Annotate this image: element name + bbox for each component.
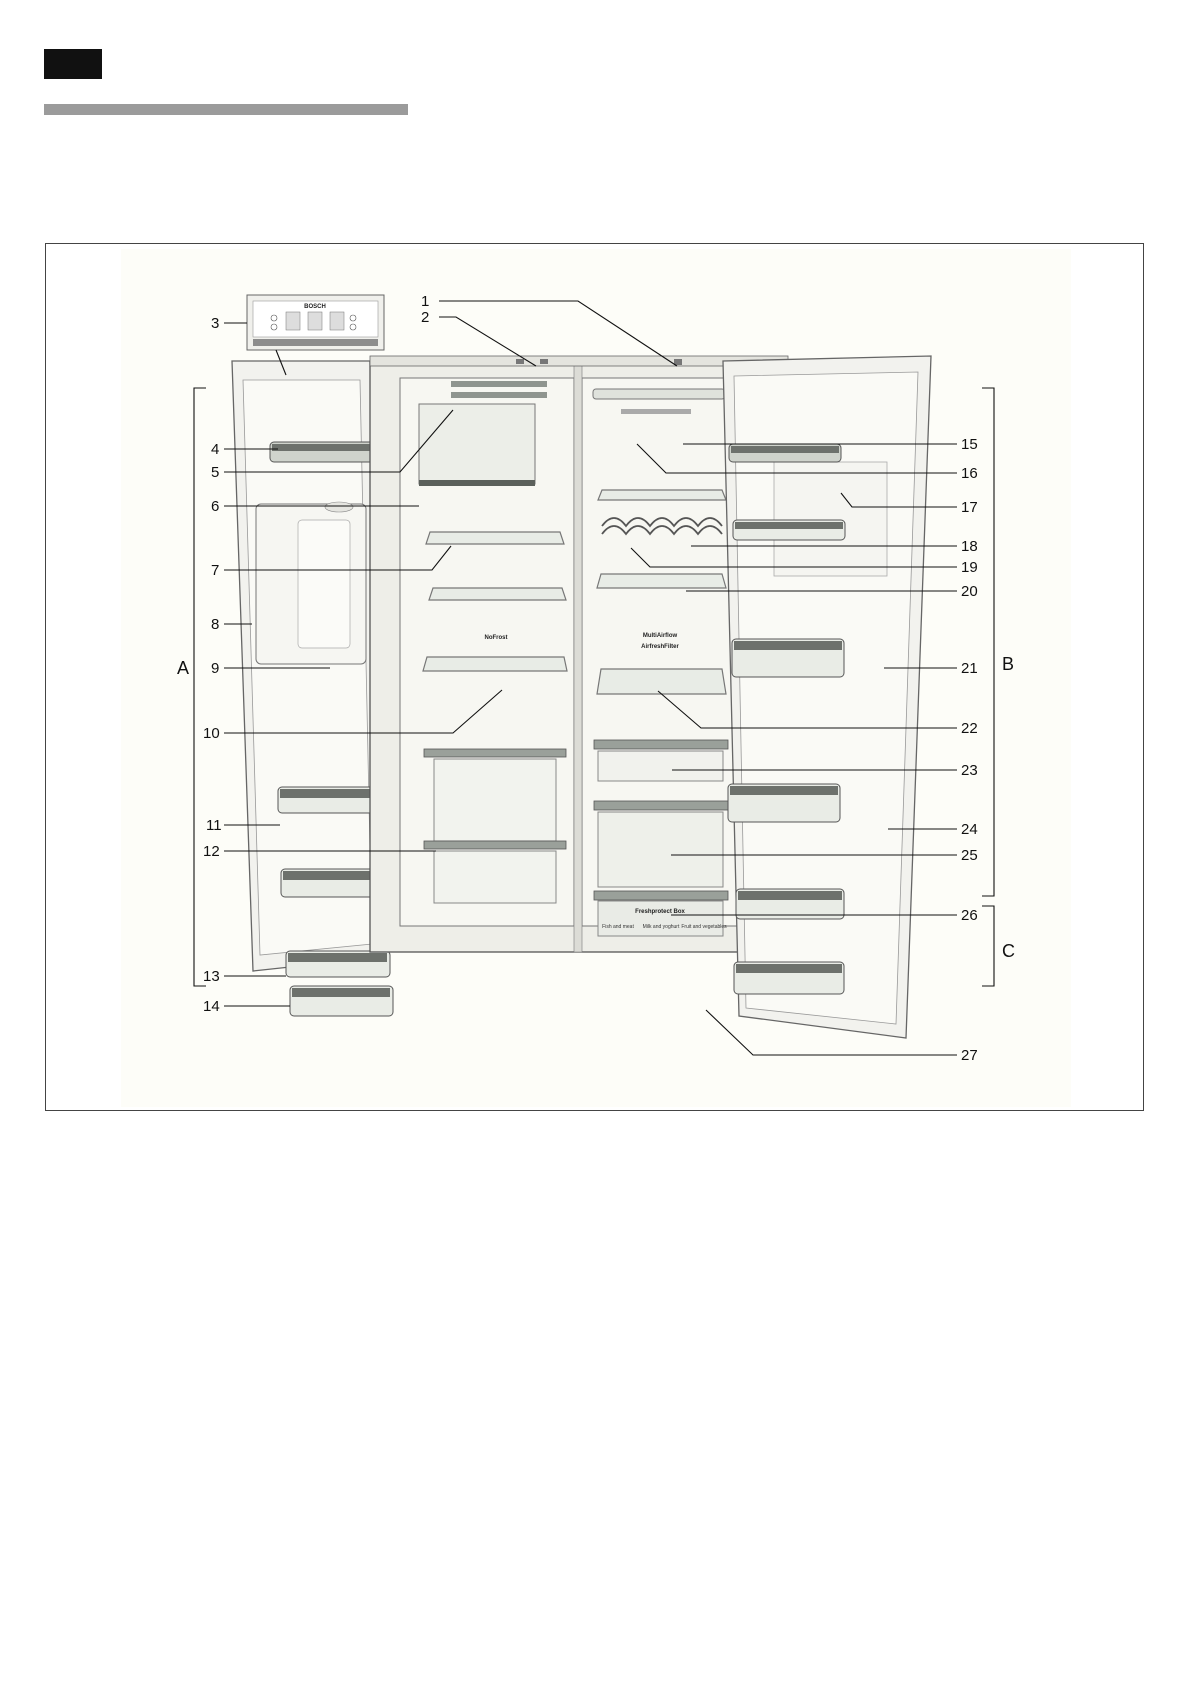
callout-10: 10 xyxy=(203,725,220,742)
callout-21: 21 xyxy=(961,660,978,677)
callout-14: 14 xyxy=(203,998,220,1015)
bottle-rack xyxy=(601,517,723,536)
callout-9: 9 xyxy=(211,660,219,677)
callout-3: 3 xyxy=(211,315,219,332)
refrigerator-diagram: BOSCH xyxy=(121,249,1071,1107)
callout-24: 24 xyxy=(961,821,978,838)
freezer-interior: NoFrost xyxy=(418,381,568,904)
callout-26: 26 xyxy=(961,907,978,924)
callout-27: 27 xyxy=(961,1047,978,1064)
callout-20: 20 xyxy=(961,583,978,600)
callout-12: 12 xyxy=(203,843,220,860)
freezer-door xyxy=(231,360,384,972)
nofrost-badge: NoFrost xyxy=(485,635,508,641)
airfresh-filter-label: AirfreshFilter xyxy=(641,644,679,650)
freezer-door-shelves xyxy=(269,441,394,1017)
callout-5: 5 xyxy=(211,464,219,481)
group-label-a: A xyxy=(177,658,189,678)
callout-18: 18 xyxy=(961,538,978,555)
callout-16: 16 xyxy=(961,465,978,482)
leader-lines xyxy=(224,300,957,1056)
fridge-door-shelves xyxy=(727,443,846,995)
callout-15: 15 xyxy=(961,436,978,453)
freshbox-label-fruit: Fruit and vegetables xyxy=(681,924,727,930)
multiairflow-label: MultiAirflow xyxy=(643,633,678,639)
callout-22: 22 xyxy=(961,720,978,737)
freshbox-label-milk: Milk and yoghurt xyxy=(643,924,680,930)
brand-logo-text: BOSCH xyxy=(304,304,326,310)
callout-4: 4 xyxy=(211,441,219,458)
appliance-diagram-frame: BOSCH xyxy=(45,243,1144,1111)
section-tab-marker xyxy=(44,49,102,79)
group-label-b: B xyxy=(1002,654,1014,674)
callout-25: 25 xyxy=(961,847,978,864)
callout-6: 6 xyxy=(211,498,219,515)
callout-17: 17 xyxy=(961,499,978,516)
callout-23: 23 xyxy=(961,762,978,779)
callout-8: 8 xyxy=(211,616,219,633)
group-label-c: C xyxy=(1002,941,1015,961)
callout-11: 11 xyxy=(206,817,222,834)
callout-7: 7 xyxy=(211,562,219,579)
fridge-interior: MultiAirflow AirfreshFilter Freshprotect… xyxy=(592,388,729,937)
freshprotect-box-title: Freshprotect Box xyxy=(635,909,685,915)
control-panel-inset: BOSCH xyxy=(246,294,385,351)
callout-1: 1 xyxy=(421,293,429,310)
freshbox-label-fish: Fish and meat xyxy=(602,924,634,930)
callout-numbers: 1 2 3 4 5 6 7 8 9 10 11 12 13 14 15 16 1… xyxy=(203,293,978,1064)
callout-2: 2 xyxy=(421,309,429,326)
callout-19: 19 xyxy=(961,559,978,576)
callout-13: 13 xyxy=(203,968,220,985)
section-title-rule xyxy=(44,104,408,115)
group-brackets xyxy=(193,387,995,987)
